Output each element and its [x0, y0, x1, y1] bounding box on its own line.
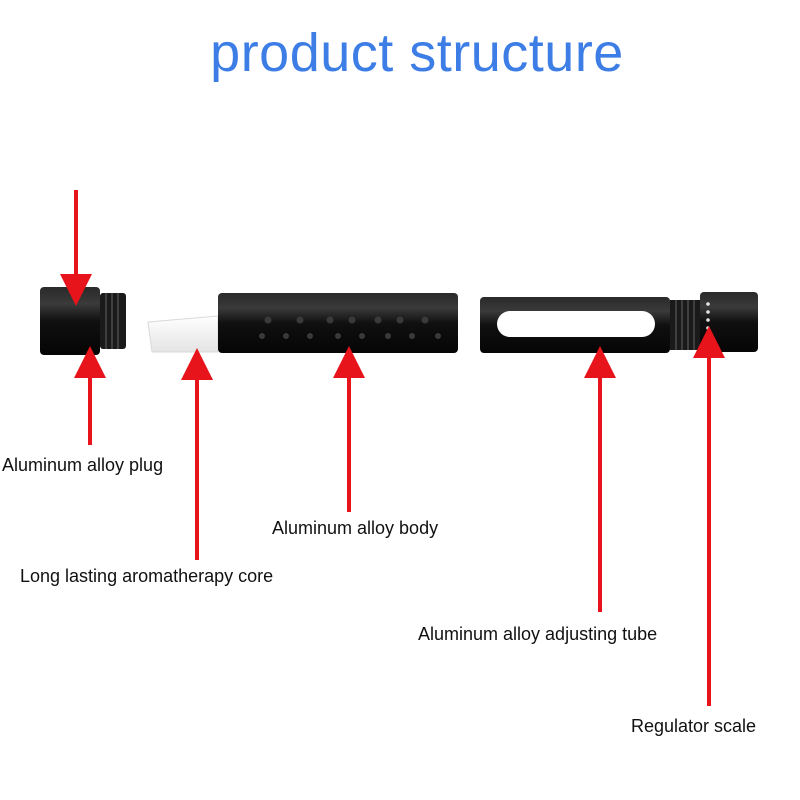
- core-label: Long lasting aromatherapy core: [20, 566, 274, 586]
- adjusting-tube-part: [480, 292, 758, 353]
- tube-label: Aluminum alloy adjusting tube: [418, 624, 658, 644]
- page-title: product structure: [210, 23, 624, 83]
- scale-label: Regulator scale: [631, 716, 757, 736]
- plug-part: [40, 287, 126, 355]
- body-label: Aluminum alloy body: [272, 518, 439, 538]
- aromatherapy-core-part: [147, 315, 219, 353]
- plug-label: Aluminum alloy plug: [2, 455, 164, 475]
- body-part: [218, 293, 458, 353]
- arrows: [60, 190, 725, 706]
